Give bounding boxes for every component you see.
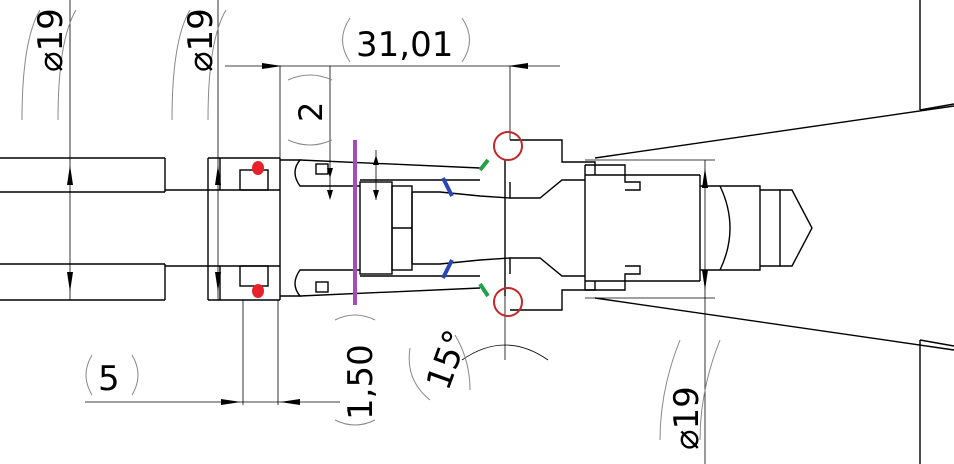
red-check-circle-bottom <box>493 287 523 317</box>
green-mark-top <box>478 158 490 172</box>
markup-annotations <box>252 131 523 317</box>
dimension-label-dia-right: ⌀19 <box>659 339 721 450</box>
svg-text:2: 2 <box>292 102 330 122</box>
dimension-lines <box>67 0 715 464</box>
frame-border <box>919 0 954 464</box>
svg-text:⌀19: ⌀19 <box>667 386 707 450</box>
nozzle <box>585 105 954 351</box>
dimension-label-gap-1-50: 1,50 <box>334 314 381 426</box>
left-shaft <box>0 157 208 301</box>
svg-text:⌀19: ⌀19 <box>31 8 71 72</box>
center-body <box>411 139 596 311</box>
dimension-label-length-31-01: 31,01 <box>342 17 470 65</box>
red-check-circle-top <box>493 131 523 161</box>
dimension-label-dia-left-2: ⌀19 <box>171 8 227 121</box>
dimension-label-length-5: 5 <box>85 354 139 399</box>
svg-text:5: 5 <box>98 359 120 399</box>
dimension-label-dia-left-1: ⌀19 <box>21 8 77 121</box>
dimension-label-step-2: 2 <box>287 74 333 146</box>
blue-mark-bottom <box>441 259 454 279</box>
red-seal-dot-bottom <box>252 284 264 298</box>
dimension-label-angle-15: 15° <box>408 325 477 401</box>
svg-text:31,01: 31,01 <box>356 25 453 65</box>
seal-housing <box>207 157 281 301</box>
svg-text:⌀19: ⌀19 <box>181 8 221 72</box>
svg-text:15°: 15° <box>419 325 477 395</box>
red-seal-dot-top <box>252 161 264 175</box>
green-mark-bottom <box>478 282 490 298</box>
svg-text:1,50: 1,50 <box>341 344 381 420</box>
inner-sleeve <box>280 159 481 297</box>
blue-mark-top <box>441 177 454 197</box>
